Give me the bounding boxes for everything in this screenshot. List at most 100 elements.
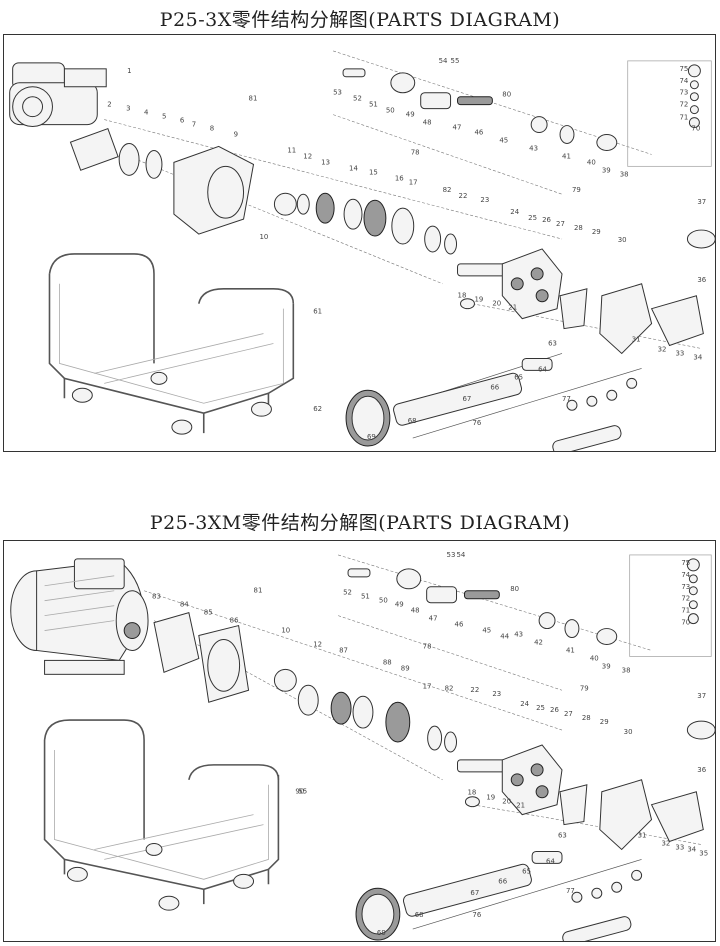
part-label: 25 xyxy=(528,214,537,222)
part-label: 23 xyxy=(480,196,489,204)
part-label: 35 xyxy=(699,849,708,857)
gear-housing-part xyxy=(69,127,297,235)
part-label: 14 xyxy=(349,164,358,172)
adapter-flange-part xyxy=(153,612,297,703)
part-label: 20 xyxy=(502,798,511,806)
part-label: 68 xyxy=(408,417,417,425)
part-label: 79 xyxy=(572,186,581,194)
part-label: 18 xyxy=(458,292,467,300)
part-label: 47 xyxy=(453,124,462,132)
part-label: 86 xyxy=(230,617,239,625)
part-label: 66 xyxy=(490,383,499,391)
part-label: 89 xyxy=(401,664,410,672)
part-label: 11 xyxy=(287,146,296,154)
part-label: 77 xyxy=(566,887,575,895)
part-label: 78 xyxy=(411,148,420,156)
part-label: 12 xyxy=(303,152,312,160)
part-label: 70 xyxy=(691,125,700,133)
part-label: 18 xyxy=(467,789,476,797)
part-label: 67 xyxy=(470,889,479,897)
part-label: 48 xyxy=(423,119,432,127)
part-label: 17 xyxy=(423,682,432,690)
part-label: 21 xyxy=(508,304,517,312)
part-label: 55 xyxy=(451,57,460,65)
part-number-labels: 1 2 3 4 5 6 7 8 9 10 11 12 13 14 15 16 1… xyxy=(107,57,706,441)
part-label: 29 xyxy=(600,718,609,726)
part-label: 64 xyxy=(538,365,547,373)
part-label: 46 xyxy=(455,621,464,629)
part-label: 53 xyxy=(447,551,456,559)
part-label: 43 xyxy=(529,144,538,152)
part-label: 81 xyxy=(254,587,263,595)
part-label: 82 xyxy=(445,684,454,692)
part-label: 38 xyxy=(620,170,629,178)
part-label: 39 xyxy=(602,166,611,174)
part-label: 30 xyxy=(618,236,627,244)
part-label: 90 xyxy=(295,788,304,796)
part-label: 9 xyxy=(234,131,238,139)
part-label: 28 xyxy=(582,714,591,722)
part-label: 10 xyxy=(281,627,290,635)
part-label: 47 xyxy=(429,615,438,623)
part-label: 41 xyxy=(566,646,575,654)
part-label: 37 xyxy=(697,692,706,700)
part-label: 82 xyxy=(443,186,452,194)
part-label: 75 xyxy=(681,559,690,567)
part-label: 3 xyxy=(126,105,130,113)
part-label: 52 xyxy=(343,589,352,597)
part-number-labels: 10 12 17 18 19 20 21 22 23 24 25 26 27 2… xyxy=(152,551,708,937)
part-label: 40 xyxy=(587,158,596,166)
part-label: 69 xyxy=(377,929,386,937)
part-label: 31 xyxy=(632,336,641,344)
part-label: 36 xyxy=(697,766,706,774)
part-label: 20 xyxy=(492,300,501,308)
part-label: 48 xyxy=(411,607,420,615)
part-label: 45 xyxy=(482,627,491,635)
part-label: 85 xyxy=(204,609,213,617)
part-label: 21 xyxy=(516,802,525,810)
part-label: 74 xyxy=(679,77,688,85)
part-label: 49 xyxy=(395,601,404,609)
part-label: 25 xyxy=(536,704,545,712)
part-label: 87 xyxy=(339,646,348,654)
part-label: 43 xyxy=(514,631,523,639)
part-label: 13 xyxy=(321,158,330,166)
part-label: 26 xyxy=(550,706,559,714)
part-label: 74 xyxy=(681,571,690,579)
part-label: 44 xyxy=(500,633,509,641)
part-label: 15 xyxy=(369,168,378,176)
part-label: 65 xyxy=(522,867,531,875)
part-label: 72 xyxy=(679,101,688,109)
valve-row xyxy=(342,60,712,167)
pump-head-part xyxy=(457,229,715,355)
electric-motor-part xyxy=(10,558,149,675)
outlet-parts xyxy=(355,850,643,941)
part-label: 62 xyxy=(313,405,322,413)
part-label: 76 xyxy=(472,911,481,919)
part-label: 33 xyxy=(675,843,684,851)
part-label: 52 xyxy=(353,95,362,103)
part-label: 75 xyxy=(679,65,688,73)
part-label: 38 xyxy=(622,666,631,674)
part-label: 88 xyxy=(383,658,392,666)
gear-bearing-row xyxy=(297,684,458,753)
part-label: 32 xyxy=(661,839,670,847)
part-label: 66 xyxy=(498,877,507,885)
part-label: 50 xyxy=(386,107,395,115)
part-label: 23 xyxy=(492,690,501,698)
part-label: 27 xyxy=(564,710,573,718)
part-label: 70 xyxy=(681,619,690,627)
part-label: 80 xyxy=(502,91,511,99)
part-label: 37 xyxy=(697,198,706,206)
part-label: 7 xyxy=(192,121,196,129)
frame-part xyxy=(48,253,295,435)
diagram-title-p25-3x: P25-3X零件结构分解图(PARTS DIAGRAM) xyxy=(159,9,561,31)
exploded-view-p25-3xm: 10 12 17 18 19 20 21 22 23 24 25 26 27 2… xyxy=(10,551,715,941)
part-label: 42 xyxy=(534,638,543,646)
part-label: 24 xyxy=(520,700,529,708)
part-label: 19 xyxy=(486,794,495,802)
part-label: 27 xyxy=(556,220,565,228)
part-label: 1 xyxy=(127,67,131,75)
part-label: 34 xyxy=(693,353,702,361)
part-label: 6 xyxy=(180,117,184,125)
